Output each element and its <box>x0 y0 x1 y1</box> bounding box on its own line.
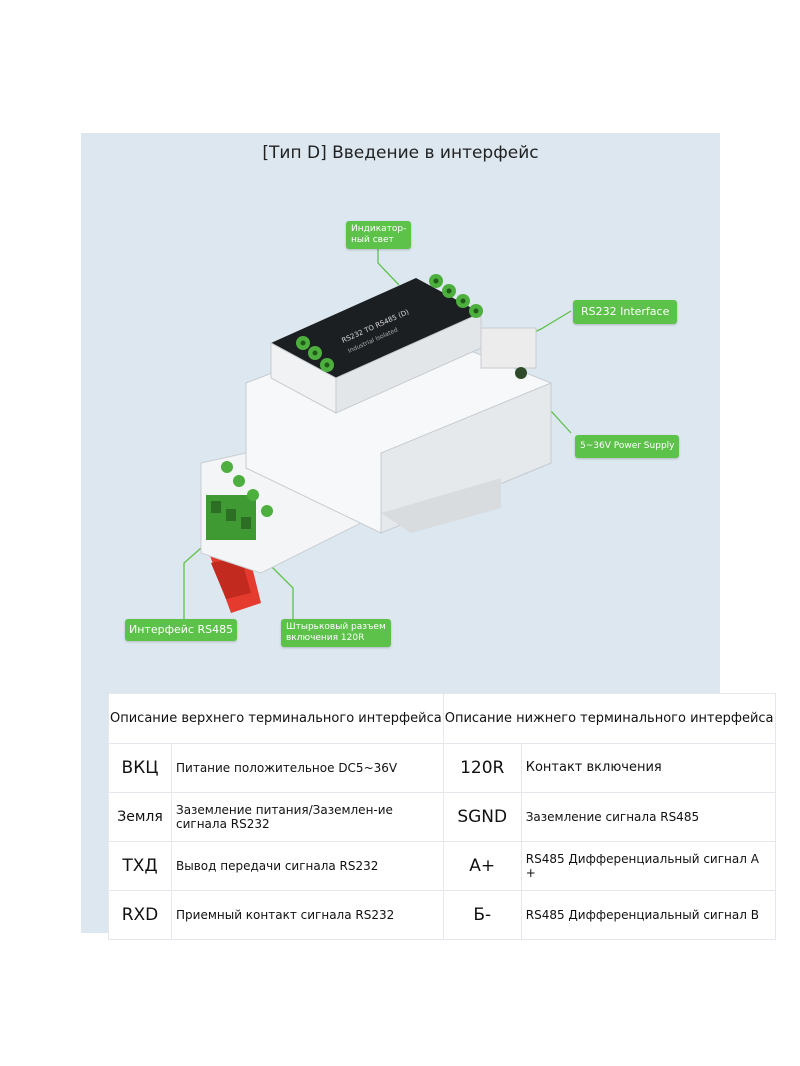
page-title: [Тип D] Введение в интерфейс <box>262 143 539 163</box>
terminal-description-table: Описание верхнего терминального интерфей… <box>108 693 776 940</box>
rs485-interface-callout: Интерфейс RS485 <box>125 619 238 641</box>
bottom-desc-cell: RS485 Дифференциальный сигнал А + <box>520 841 776 891</box>
table-row: ВКЦ Питание положительное DC5~36V 120R К… <box>108 743 776 793</box>
top-desc-cell: Питание положительное DC5~36V <box>171 743 444 793</box>
top-code-cell: RXD <box>108 890 172 940</box>
bottom-desc-cell: RS485 Дифференциальный сигнал В <box>520 890 776 940</box>
jumper-120r-callout: Штырьковый разъем включения 120R <box>281 619 391 647</box>
table-row: ТХД Вывод передачи сигнала RS232 A+ RS48… <box>108 841 776 891</box>
top-code-cell: ТХД <box>108 841 172 891</box>
bottom-code-cell: 120R <box>442 743 522 793</box>
table-row: RXD Приемный контакт сигнала RS232 Б- RS… <box>108 890 776 940</box>
power-supply-callout: 5~36V Power Supply <box>575 435 680 458</box>
top-code-cell: ВКЦ <box>108 743 172 793</box>
indicator-light-callout: Индикатор- ный свет <box>346 221 412 249</box>
bottom-code-cell: Б- <box>442 890 522 940</box>
top-code-cell: Земля <box>108 792 172 842</box>
top-terminal-header: Описание верхнего терминального интерфей… <box>108 693 444 744</box>
bottom-desc-cell: Контакт включения <box>520 743 776 793</box>
converter-device-image: RS232 TO RS485 (D) Industrial Isolated <box>183 248 572 627</box>
bottom-terminal-header: Описание нижнего терминального интерфейс… <box>442 693 776 744</box>
table-header-row: Описание верхнего терминального интерфей… <box>108 693 776 744</box>
top-desc-cell: Заземление питания/Заземлен-ие сигнала R… <box>171 792 444 842</box>
bottom-desc-cell: Заземление сигнала RS485 <box>520 792 776 842</box>
top-desc-cell: Приемный контакт сигнала RS232 <box>171 890 444 940</box>
table-row: Земля Заземление питания/Заземлен-ие сиг… <box>108 792 776 842</box>
bottom-code-cell: A+ <box>442 841 522 891</box>
top-desc-cell: Вывод передачи сигнала RS232 <box>171 841 444 891</box>
rs232-interface-callout: RS232 Interface <box>573 300 678 324</box>
interface-panel: [Тип D] Введение в интерфейс RS232 TO RS… <box>81 133 776 940</box>
bottom-code-cell: SGND <box>442 792 522 842</box>
